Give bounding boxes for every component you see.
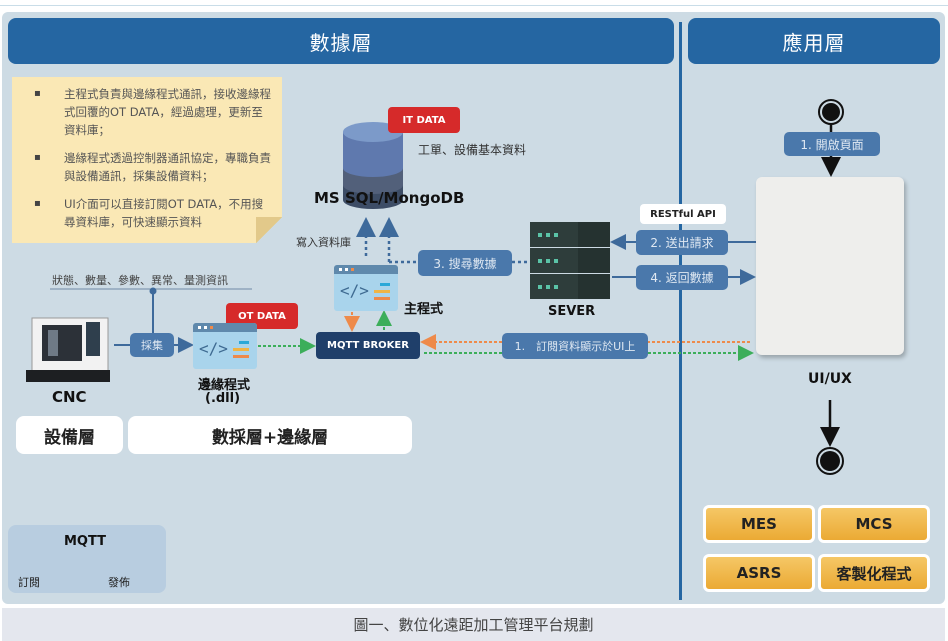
open-page-box: 1. 開啟頁面 — [784, 132, 880, 156]
legend-title: MQTT — [64, 534, 107, 549]
edge-program-label: 邊緣程式 — [198, 378, 251, 393]
note-item: UI介面可以直接訂閱OT DATA，不用搜尋資料庫，可快速顯示資料 — [26, 195, 272, 231]
data-info-label: 狀態、數量、參數、異常、量測資訊 — [52, 274, 228, 287]
note-item: 主程式負責與邊緣程式通訊，接收邊緣程式回覆的OT DATA，經過處理，更新至資料… — [26, 85, 272, 139]
restful-api-label: RESTful API — [640, 204, 726, 224]
end-node — [820, 451, 840, 471]
ui-label: UI/UX — [808, 371, 852, 387]
note-item: 邊緣程式透過控制器通訊協定，專職負責與設備通訊，採集設備資料； — [26, 149, 272, 185]
sticky-note: 主程式負責與邊緣程式通訊，接收邊緣程式回覆的OT DATA，經過處理，更新至資料… — [12, 77, 282, 243]
mqtt-broker: MQTT BROKER — [316, 332, 420, 359]
write-db-label: 寫入資料庫 — [296, 236, 351, 249]
collect-box: 採集 — [130, 333, 174, 357]
server-icon — [530, 222, 610, 300]
figure-caption: 圖一、數位化遠距加工管理平台規劃 — [2, 608, 945, 641]
database-name: MS SQL/MongoDB — [314, 189, 465, 207]
collect-edge-layer-box: 數採層+邊緣層 — [128, 416, 412, 454]
end-node-ring — [816, 447, 844, 475]
data-layer-header: 數據層 — [8, 18, 674, 64]
app-asrs: ASRS — [703, 554, 815, 592]
it-data-tag: IT DATA — [388, 107, 460, 133]
code-icon: </> — [199, 339, 228, 358]
search-data-box: 3. 搜尋數據 — [418, 250, 512, 276]
legend-subscribe-label: 訂閱 — [18, 576, 40, 589]
main-program-label: 主程式 — [404, 302, 444, 317]
ui-dashboard-card — [756, 177, 904, 355]
response-box: 4. 返回數據 — [636, 265, 728, 290]
main-program-window: </> — [334, 265, 398, 311]
app-custom: 客製化程式 — [818, 554, 930, 592]
app-layer-header: 應用層 — [688, 18, 940, 64]
server-label: SEVER — [548, 304, 596, 319]
layer-divider — [679, 22, 682, 600]
app-mes: MES — [703, 505, 815, 543]
app-mcs: MCS — [818, 505, 930, 543]
cnc-machine-icon — [26, 317, 110, 382]
database-desc: 工單、設備基本資料 — [418, 143, 527, 157]
code-icon: </> — [340, 281, 369, 300]
database-icon — [343, 122, 403, 209]
request-box: 2. 送出請求 — [636, 230, 728, 255]
top-border — [0, 0, 948, 6]
device-layer-box: 設備層 — [16, 416, 123, 454]
note-fold-shadow — [256, 217, 282, 243]
legend-publish-label: 發佈 — [108, 576, 130, 589]
edge-program-window: </> — [193, 323, 257, 369]
mqtt-legend — [8, 525, 166, 593]
edge-program-ext: (.dll) — [205, 391, 241, 406]
start-node — [822, 103, 840, 121]
cnc-label: CNC — [52, 388, 87, 406]
subscribe-ui-box: 1. 訂閱資料顯示於UI上 — [502, 333, 648, 359]
